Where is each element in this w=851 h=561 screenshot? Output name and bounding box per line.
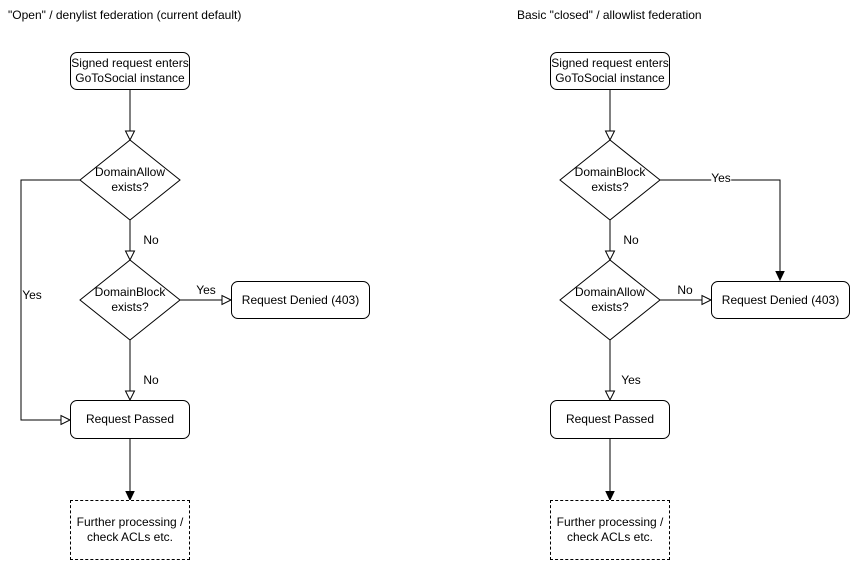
right-passed-node: Request Passed <box>550 400 670 439</box>
left-edge-label-decision2-no: No <box>143 373 159 387</box>
left-passed-label: Request Passed <box>85 412 175 426</box>
left-denied-label: Request Denied (403) <box>241 292 360 307</box>
left-start-node: Signed request enters GoToSocial instanc… <box>70 52 190 90</box>
left-edge-label-decision1-yes: Yes <box>22 288 42 302</box>
right-edge-passed-to-further <box>605 439 615 502</box>
right-start-label-line2: GoToSocial instance <box>555 71 665 85</box>
left-decision2-label: DomainBlock exists? <box>95 285 166 315</box>
left-decision1-label: DomainAllow exists? <box>95 165 165 195</box>
left-further-node: Further processing / check ACLs etc. <box>70 500 190 560</box>
right-chart-title: Basic "closed" / allowlist federation <box>517 8 702 22</box>
right-denied-node: Request Denied (403) <box>711 281 850 319</box>
right-decision2-label: DomainAllow exists? <box>575 285 645 315</box>
right-decision2-label-line1: DomainAllow <box>574 285 646 299</box>
left-further-label-line2: check ACLs etc. <box>86 530 174 544</box>
left-edge-decision2-no <box>124 340 136 402</box>
left-edge-label-decision2-yes: Yes <box>196 283 216 297</box>
right-passed-label: Request Passed <box>565 412 655 426</box>
left-start-label-line2: GoToSocial instance <box>75 71 185 85</box>
right-decision1-label: DomainBlock exists? <box>575 165 646 195</box>
left-edge-decision2-yes <box>180 294 233 306</box>
right-edge-label-decision2-no: No <box>677 283 693 297</box>
left-further-label-line1: Further processing / <box>76 515 184 529</box>
right-decision2-diamond <box>559 259 661 341</box>
left-edge-decision1-no <box>124 220 136 262</box>
left-decision2-label-line2: exists? <box>111 300 149 314</box>
right-start-node: Signed request enters GoToSocial instanc… <box>550 52 670 90</box>
left-decision2-label-line1: DomainBlock <box>94 285 166 299</box>
left-passed-node: Request Passed <box>70 400 190 439</box>
right-decision1-label-line1: DomainBlock <box>574 165 646 179</box>
right-edge-label-decision2-yes: Yes <box>621 373 641 387</box>
left-chart-title: "Open" / denylist federation (current de… <box>8 8 242 22</box>
left-edge-decision1-yes <box>20 179 80 426</box>
right-edge-decision2-no <box>660 294 713 306</box>
right-edge-decision1-no <box>604 220 616 262</box>
left-start-label-line1: Signed request enters <box>71 56 189 70</box>
left-edge-label-decision1-no: No <box>143 233 159 247</box>
left-denied-node: Request Denied (403) <box>231 281 370 319</box>
right-start-label-line1: Signed request enters <box>551 56 669 70</box>
right-edge-label-decision1-no: No <box>623 233 639 247</box>
right-edge-decision2-yes <box>604 340 616 402</box>
left-edge-start-to-decision1 <box>124 90 136 142</box>
right-further-node: Further processing / check ACLs etc. <box>550 500 670 560</box>
left-decision1-diamond <box>79 139 181 221</box>
left-decision2-diamond <box>79 259 181 341</box>
right-edge-decision1-yes <box>660 179 785 282</box>
left-edge-passed-to-further <box>125 439 135 502</box>
right-further-label-line2: check ACLs etc. <box>566 530 654 544</box>
right-edge-label-decision1-yes: Yes <box>711 171 731 185</box>
right-decision1-diamond <box>559 139 661 221</box>
right-further-label-line1: Further processing / <box>556 515 664 529</box>
right-decision1-label-line2: exists? <box>591 180 629 194</box>
right-decision2-label-line2: exists? <box>591 300 629 314</box>
left-decision1-label-line1: DomainAllow <box>94 165 166 179</box>
left-decision1-label-line2: exists? <box>111 180 149 194</box>
right-edge-start-to-decision1 <box>604 90 616 142</box>
right-denied-label: Request Denied (403) <box>721 292 840 307</box>
